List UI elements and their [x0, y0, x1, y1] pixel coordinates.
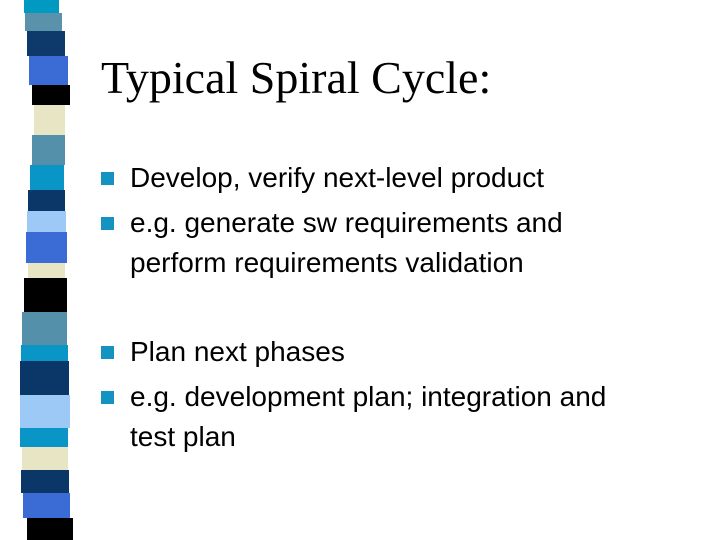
- bullet-square-icon: [101, 346, 114, 359]
- ribbon-block: [29, 56, 68, 85]
- decorative-ribbon: [0, 0, 80, 540]
- bullet-text: e.g. development plan; integration and: [130, 377, 606, 417]
- ribbon-block: [32, 135, 65, 165]
- ribbon-block: [25, 13, 62, 31]
- ribbon-block: [34, 105, 65, 135]
- bullet-list: Develop, verify next-level product e.g. …: [101, 158, 701, 462]
- list-item: e.g. generate sw requirements and perfor…: [101, 203, 701, 283]
- ribbon-block: [23, 493, 70, 518]
- ribbon-block: [22, 312, 67, 345]
- ribbon-block: [27, 31, 65, 56]
- list-item: e.g. development plan; integration and t…: [101, 377, 701, 457]
- bullet-square-icon: [101, 217, 114, 230]
- ribbon-block: [21, 470, 69, 493]
- ribbon-block: [28, 190, 65, 211]
- list-item: Develop, verify next-level product: [101, 158, 701, 198]
- bullet-line: Plan next phases: [101, 332, 701, 372]
- ribbon-block: [26, 232, 67, 263]
- bullet-text: Develop, verify next-level product: [130, 158, 544, 198]
- ribbon-block: [20, 361, 69, 395]
- bullet-line: e.g. generate sw requirements and: [101, 203, 701, 243]
- ribbon-block: [27, 211, 66, 232]
- ribbon-block: [24, 278, 67, 312]
- ribbon-block: [20, 428, 68, 447]
- ribbon-block: [22, 447, 68, 470]
- list-item: Plan next phases: [101, 332, 701, 372]
- ribbon-block: [27, 518, 73, 540]
- bullet-text: e.g. generate sw requirements and: [130, 203, 563, 243]
- bullet-line: Develop, verify next-level product: [101, 158, 701, 198]
- ribbon-block: [21, 345, 68, 361]
- bullet-square-icon: [101, 172, 114, 185]
- bullet-square-icon: [101, 391, 114, 404]
- bullet-line-continuation: test plan: [101, 417, 701, 457]
- ribbon-block: [32, 85, 70, 105]
- ribbon-block: [20, 395, 70, 428]
- bullet-line-continuation: perform requirements validation: [101, 243, 701, 283]
- ribbon-block: [30, 165, 64, 190]
- bullet-text: test plan: [130, 417, 236, 457]
- bullet-group-1: Develop, verify next-level product e.g. …: [101, 158, 701, 283]
- bullet-group-2: Plan next phases e.g. development plan; …: [101, 332, 701, 457]
- bullet-text: Plan next phases: [130, 332, 345, 372]
- slide-title: Typical Spiral Cycle:: [101, 50, 491, 105]
- ribbon-block: [28, 263, 65, 278]
- bullet-line: e.g. development plan; integration and: [101, 377, 701, 417]
- ribbon-block: [24, 0, 59, 13]
- bullet-text: perform requirements validation: [130, 243, 524, 283]
